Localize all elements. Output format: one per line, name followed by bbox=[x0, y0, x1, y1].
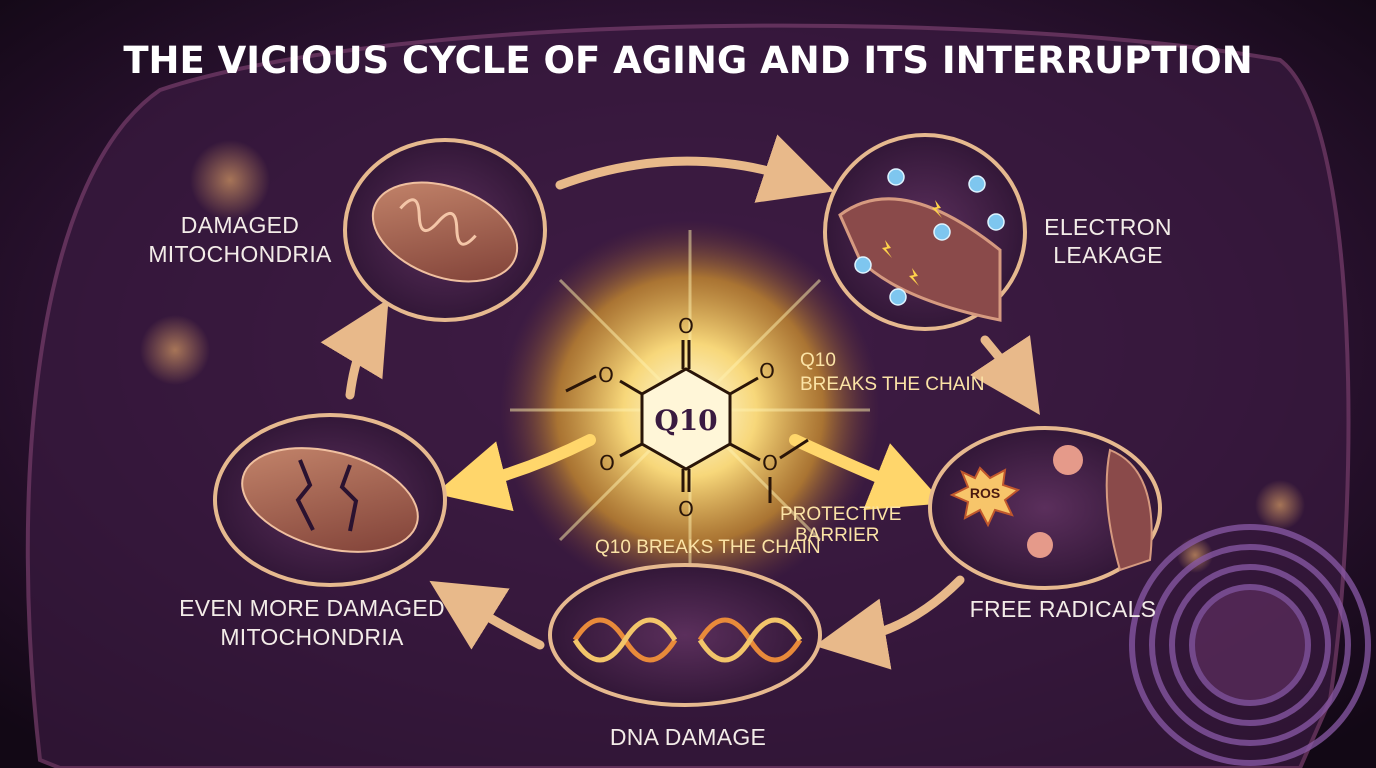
q10-molecule-label: Q10 bbox=[654, 404, 717, 437]
ros-label: ROS bbox=[970, 485, 1000, 501]
atom-o-top: O bbox=[678, 314, 694, 338]
arrow-to-damaged-mitochondria bbox=[320, 299, 389, 400]
label-damaged-line2: MITOCHONDRIA bbox=[148, 241, 332, 267]
q10-note-text: BREAKS THE CHAIN bbox=[800, 374, 984, 395]
stage-electron-leakage bbox=[823, 133, 1027, 331]
q10-arrows bbox=[435, 434, 944, 512]
electron-icons bbox=[854, 168, 1005, 306]
atom-o-lower-left: O bbox=[599, 451, 615, 475]
label-even-more-line1: EVEN MORE DAMAGED bbox=[179, 595, 445, 621]
stage-dna-damage bbox=[548, 563, 822, 707]
stage-damaged-mitochondria bbox=[343, 138, 547, 322]
mitochondrion-icon bbox=[371, 181, 519, 283]
dna-helix-icon bbox=[572, 617, 803, 663]
stage-free-radicals: ROS bbox=[928, 426, 1162, 590]
arrow-to-electron-leakage bbox=[555, 134, 835, 203]
q10-arrow-right bbox=[789, 434, 944, 511]
broken-mitochondrion-icon bbox=[241, 447, 419, 553]
protective-barrier-line2: BARRIER bbox=[795, 525, 879, 546]
label-dna-damage: DNA DAMAGE bbox=[610, 724, 766, 750]
stage-even-more-damaged bbox=[213, 413, 447, 587]
radical-icon bbox=[1053, 445, 1083, 475]
atom-o-bottom: O bbox=[678, 497, 694, 521]
q10-note-title: Q10 bbox=[800, 350, 836, 371]
page-title: THE VICIOUS CYCLE OF AGING AND ITS INTER… bbox=[123, 39, 1252, 82]
protective-barrier-line1: PROTECTIVE bbox=[780, 504, 901, 525]
label-free-radicals: FREE RADICALS bbox=[970, 596, 1157, 622]
q10-arrow-left bbox=[435, 434, 596, 512]
q10-bottom-note: Q10 BREAKS THE CHAIN bbox=[595, 537, 821, 558]
arrow-to-even-more-damaged bbox=[429, 580, 545, 650]
spark-icons bbox=[882, 200, 942, 286]
label-electron-line1: ELECTRON bbox=[1044, 214, 1172, 240]
bokeh-light bbox=[1255, 480, 1305, 530]
label-damaged-line1: DAMAGED bbox=[181, 212, 299, 238]
bokeh-light bbox=[190, 140, 270, 220]
atom-o-lower-right: O bbox=[762, 451, 778, 475]
arrow-to-free-radicals bbox=[970, 335, 1040, 415]
arrow-to-dna-damage bbox=[814, 575, 965, 670]
atom-o-upper-left: O bbox=[598, 363, 614, 387]
label-electron-line2: LEAKAGE bbox=[1053, 242, 1163, 268]
ros-burst-icon bbox=[949, 466, 1021, 528]
cycle-arrows bbox=[320, 134, 1040, 670]
bokeh-light bbox=[140, 315, 210, 385]
nucleus-organelle bbox=[1129, 524, 1371, 766]
label-even-more-line2: MITOCHONDRIA bbox=[220, 624, 404, 650]
atom-o-upper-right: O bbox=[759, 359, 775, 383]
radical-icon bbox=[1027, 532, 1053, 558]
q10-molecule bbox=[565, 340, 809, 503]
